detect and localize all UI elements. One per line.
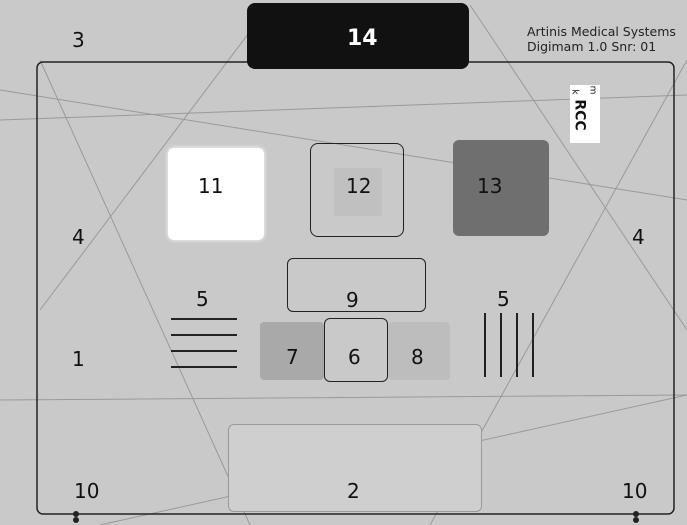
label-13: 13	[477, 174, 503, 198]
label-5-left: 5	[196, 287, 209, 311]
line	[516, 313, 518, 377]
lead-marker	[73, 517, 79, 523]
view-label: RCC	[571, 99, 588, 131]
label-10-right: 10	[622, 479, 648, 503]
line	[171, 318, 237, 320]
label-4-right: 4	[632, 225, 645, 249]
lead-marker	[633, 517, 639, 523]
line	[484, 313, 486, 377]
line	[171, 334, 237, 336]
label-4-left: 4	[72, 225, 85, 249]
line-pattern-vertical	[484, 313, 536, 377]
label-11: 11	[198, 174, 224, 198]
box-2	[228, 424, 482, 512]
lead-marker	[73, 511, 79, 517]
diag-line	[39, 59, 251, 525]
line	[500, 313, 502, 377]
lead-marker	[633, 511, 639, 517]
line-pattern-horizontal	[171, 318, 237, 370]
line	[171, 350, 237, 352]
box-9	[287, 258, 426, 312]
label-10-left: 10	[74, 479, 100, 503]
line	[532, 313, 534, 377]
patch-11	[168, 148, 264, 240]
company-name: Artinis Medical Systems	[527, 24, 676, 39]
patch-12-inner	[334, 168, 382, 216]
label-3: 3	[72, 28, 85, 52]
marker-letter-k: k	[569, 89, 580, 95]
diag-line	[0, 394, 687, 401]
diag-line	[0, 89, 687, 201]
diag-line	[469, 4, 687, 331]
patch-13	[453, 140, 549, 236]
header-number: 14	[347, 26, 378, 51]
label-5-right: 5	[497, 287, 510, 311]
diag-line	[39, 4, 271, 311]
label-1: 1	[72, 347, 85, 371]
marker-letter-m: m	[587, 85, 598, 95]
label-12: 12	[346, 174, 372, 198]
line	[171, 366, 237, 368]
label-6: 6	[348, 345, 361, 369]
label-7: 7	[286, 345, 299, 369]
header-bar	[247, 3, 469, 69]
label-2: 2	[347, 479, 360, 503]
box-6	[324, 318, 388, 382]
patch-8	[388, 322, 450, 380]
model-info: Digimam 1.0 Snr: 01	[527, 39, 657, 54]
patch-12-frame	[310, 143, 404, 237]
label-9: 9	[346, 288, 359, 312]
patch-7	[260, 322, 324, 380]
view-marker: m k RCC	[570, 85, 600, 143]
label-8: 8	[411, 345, 424, 369]
